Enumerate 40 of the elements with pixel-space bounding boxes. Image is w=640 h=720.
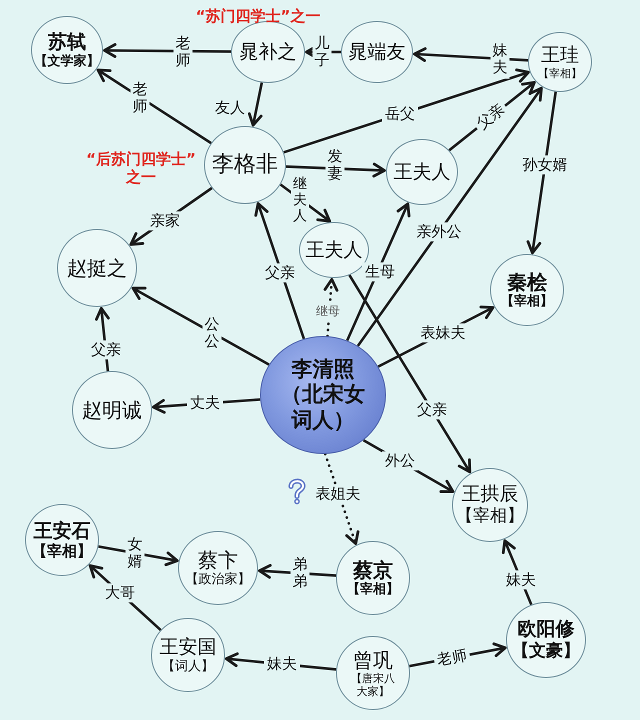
role-label: 【词人】 bbox=[162, 658, 214, 674]
arrow bbox=[248, 82, 264, 127]
role-label: 【宰相】 bbox=[32, 542, 92, 560]
arrow bbox=[526, 92, 557, 254]
person-name: 王珪 bbox=[541, 44, 579, 67]
role-label: 【宰相】 bbox=[347, 582, 399, 598]
person-name: 王夫人 bbox=[394, 160, 450, 184]
person-name: 李清照 bbox=[292, 357, 354, 382]
person-name: 王安石 bbox=[34, 520, 90, 542]
role-label: 【政治家】 bbox=[186, 572, 250, 588]
person-name: 李格非 bbox=[212, 152, 278, 178]
person-name: 赵明诚 bbox=[82, 398, 142, 422]
person-name: 蔡京 bbox=[353, 558, 393, 582]
edge-label: 外公 bbox=[382, 451, 418, 471]
arrow bbox=[356, 86, 543, 347]
edge-label: 亲家 bbox=[147, 211, 183, 231]
role-label: 【宰相】 bbox=[538, 66, 582, 80]
role-label: 【文豪】 bbox=[512, 641, 580, 662]
role-label: 【唐宋八大家】 bbox=[350, 672, 396, 698]
person-name: 欧阳修 bbox=[518, 618, 574, 642]
person-name: 晁补之 bbox=[240, 40, 296, 64]
role-label: （北宋女词人） bbox=[280, 382, 366, 433]
person-name: 曾巩 bbox=[353, 648, 393, 672]
role-label: 【宰相】 bbox=[456, 506, 524, 527]
arrow bbox=[348, 274, 472, 474]
person-name: 晁端友 bbox=[348, 40, 406, 64]
person-name: 王夫人 bbox=[306, 238, 362, 262]
edge-label: 友人 bbox=[212, 98, 248, 118]
person-name: 王安国 bbox=[160, 636, 216, 659]
role-label: 【宰相】 bbox=[501, 294, 553, 310]
person-name: 赵挺之 bbox=[67, 256, 127, 280]
person-name: 蔡卞 bbox=[198, 548, 238, 572]
person-name: 秦桧 bbox=[507, 270, 547, 294]
person-name: 王拱辰 bbox=[462, 483, 518, 506]
person-name: 苏轼 bbox=[48, 30, 86, 54]
edge-label: 岳父 bbox=[382, 104, 418, 124]
annotation-text: “苏门四学士”之一 bbox=[196, 7, 320, 25]
edge-label: 妹夫 bbox=[264, 654, 300, 674]
annotation-text: “后苏门四学士”之一 bbox=[85, 150, 197, 186]
role-label: 【文学家】 bbox=[34, 54, 100, 70]
